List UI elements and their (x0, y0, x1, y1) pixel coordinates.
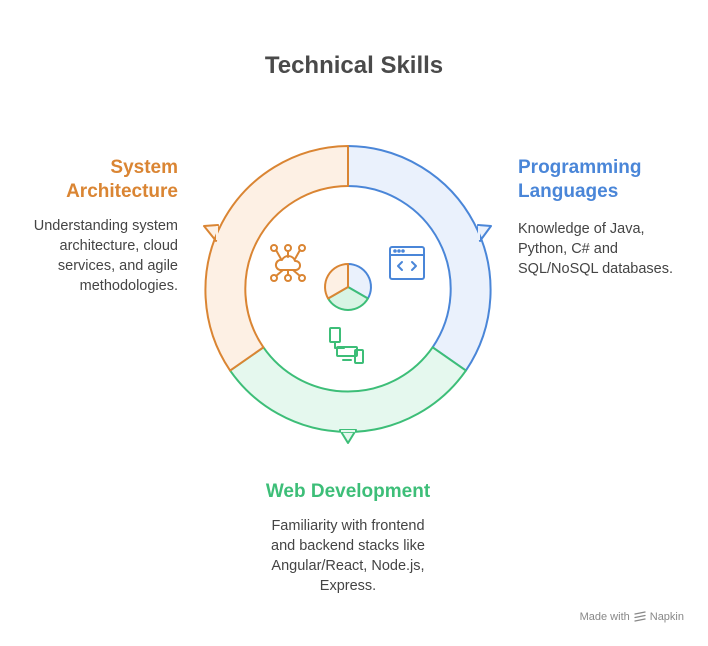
cloud-network-icon (270, 244, 306, 282)
programming-languages-segment (347, 145, 492, 372)
system-architecture-title: System Architecture (66, 157, 178, 202)
code-window-icon (389, 246, 425, 280)
system-architecture-description: Understanding system architecture, cloud… (33, 218, 178, 294)
web-development-description: Familiarity with frontend and backend st… (271, 518, 425, 594)
made-with-napkin-footer[interactable]: Made with Napkin (580, 611, 684, 623)
page-title: Technical Skills (264, 52, 444, 79)
programming-languages-description: Knowledge of Java, Python, C# and SQL/No… (518, 221, 674, 277)
napkin-logo-icon (634, 611, 646, 622)
made-with-label: Made with (579, 611, 630, 623)
system-architecture-segment (203, 145, 349, 372)
web-development-title: Web Development (265, 481, 431, 502)
pie-chart-icon (324, 263, 372, 311)
napkin-brand: Napkin (649, 611, 684, 623)
web-development-segment (229, 346, 467, 444)
devices-icon (329, 327, 364, 364)
programming-languages-title: Programming Languages (518, 157, 642, 202)
